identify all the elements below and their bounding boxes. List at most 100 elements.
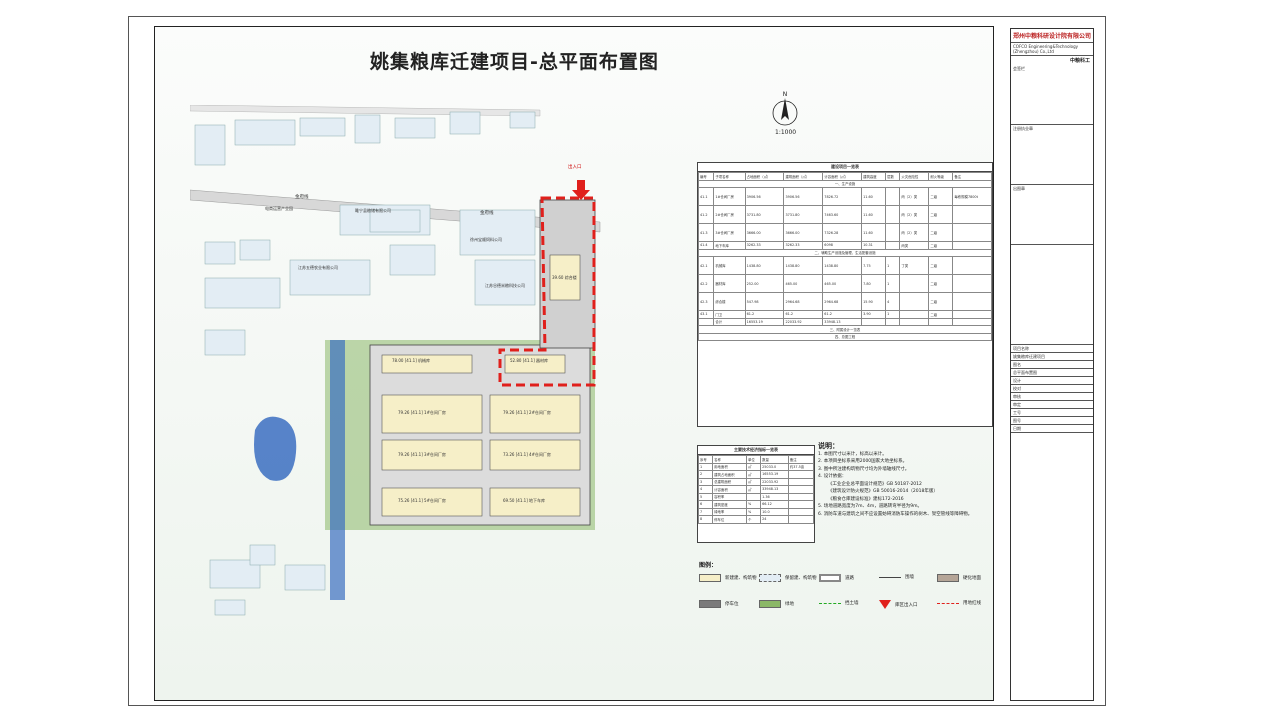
building-label-1: 79.26 [41.1] 1#仓间厂房 bbox=[398, 410, 446, 415]
note-line: 《建筑设计防火规范》GB 50016-2014（2018年版） bbox=[828, 489, 938, 494]
title-block: 郑州中粮科研设计院有限公司 COFCO Engineering&Technolo… bbox=[1010, 28, 1094, 701]
new-building-swatch-icon bbox=[699, 574, 721, 582]
building-label-4: 73.26 [41.1] 4#仓间厂房 bbox=[503, 452, 551, 457]
parking-swatch-icon bbox=[699, 600, 721, 608]
building-label-garage: 69.50 [41.1] 地下车库 bbox=[503, 498, 546, 503]
drawing-name-label: 图名 bbox=[1011, 361, 1093, 369]
new-buildings bbox=[381, 254, 581, 517]
stamp-area bbox=[1011, 245, 1093, 345]
building-label-equipment: 52.80 [41.1] 器材库 bbox=[510, 358, 549, 363]
note-line: 5. 场地道路宽度为7m、4m，道路转弯半径为9m。 bbox=[818, 504, 922, 509]
countersign-field: 会签栏 bbox=[1011, 65, 1093, 125]
drawing-name-value: 总平面布置图 bbox=[1011, 369, 1093, 377]
job-number-field: 工号 bbox=[1011, 409, 1093, 417]
legend-item: 道路 bbox=[819, 574, 854, 582]
company-logo: 中粮科工 bbox=[1069, 58, 1090, 64]
building-label-2: 79.26 [41.1] 2#仓间厂房 bbox=[503, 410, 551, 415]
table-header-row: 编号子项名称占地面积（㎡）建筑面积（㎡）计容面积（㎡）建筑高度层数火灾危险性耐火… bbox=[697, 172, 992, 181]
legend: 图例： 新建建、构筑物 保留建、构筑物 道路 围墙 硬化地面 停车位 绿地 挡土… bbox=[697, 560, 993, 640]
legend-item: 围墙 bbox=[879, 574, 914, 580]
note-line: 6. 消防车道与建筑之间不应设置妨碍消防车操作的树木、架空管线等障碍物。 bbox=[818, 511, 973, 517]
pond-2 bbox=[330, 340, 345, 600]
project-name-label: 项目名称 bbox=[1011, 345, 1093, 353]
kept-building-swatch-icon bbox=[759, 574, 781, 582]
building-label-3: 79.26 [41.1] 3#仓间厂房 bbox=[398, 452, 446, 457]
table-section-row: 三、附属设计一览表 bbox=[698, 325, 992, 334]
building-label-office: 39.60 综合楼 bbox=[552, 275, 577, 280]
entrance-label: 出入口 bbox=[568, 165, 582, 170]
project-list-caption: 建设项目一览表 bbox=[698, 163, 992, 172]
output-stamp-field: 出图章 bbox=[1011, 185, 1093, 245]
reviewer-field: 审核 bbox=[1011, 393, 1093, 401]
legend-item: 绿地 bbox=[759, 600, 794, 608]
wall-line-icon bbox=[879, 576, 901, 578]
road-label-2: 金府线 bbox=[480, 211, 494, 216]
drawing-title: 姚集粮库迁建项目-总平面布置图 bbox=[370, 51, 659, 73]
notes-heading: 说明： bbox=[818, 442, 839, 450]
pond bbox=[254, 416, 297, 481]
hard-ground-swatch-icon bbox=[937, 574, 959, 582]
site-label-4: 江苏谷德米粮科技公司 bbox=[485, 283, 525, 288]
registration-stamp-field: 注册执业章 bbox=[1011, 125, 1093, 185]
legend-item: 停车位 bbox=[699, 600, 739, 608]
site-label-5: 电商运营产业园 bbox=[265, 206, 293, 211]
scale-label: 1:1000 bbox=[775, 129, 797, 136]
existing-buildings bbox=[194, 111, 536, 616]
legend-item: 用地红线 bbox=[937, 600, 981, 606]
note-line: 1. 本图尺寸以米计，标高以米计。 bbox=[818, 451, 887, 457]
site-plan bbox=[190, 105, 601, 616]
retaining-wall-icon bbox=[819, 602, 841, 604]
road-swatch-icon bbox=[819, 574, 841, 582]
north-arrow-icon: N bbox=[772, 91, 798, 126]
north-road bbox=[190, 105, 541, 117]
designer-field: 设计 bbox=[1011, 377, 1093, 385]
table-section-row: 四、总图工程 bbox=[698, 332, 992, 341]
date-field: 日期 bbox=[1011, 425, 1093, 433]
note-line: 《工业企业总平面设计规范》GB 50187-2012 bbox=[828, 481, 922, 487]
site-label-1: 雎宁县粮储有限公司 bbox=[355, 208, 391, 213]
company-name-en: COFCO Engineering&Technology (Zhengzhou)… bbox=[1011, 43, 1093, 56]
legend-item: 保留建、构筑物 bbox=[759, 574, 817, 582]
note-line: 3. 图中所注建构筑物尺寸均为外墙轴线尺寸。 bbox=[818, 466, 910, 472]
legend-item: 库区出入口 bbox=[879, 600, 918, 609]
red-line-boundary bbox=[498, 196, 596, 387]
legend-item: 挡土墙 bbox=[819, 600, 859, 606]
legend-item: 新建建、构筑物 bbox=[699, 574, 757, 582]
entrance-swatch-icon bbox=[879, 600, 891, 609]
note-line: 4. 设计依据： bbox=[818, 474, 847, 479]
note-line: 《粮食仓库建设标准》建标172-2016 bbox=[828, 496, 904, 502]
green-swatch-icon bbox=[759, 600, 781, 608]
site-label-3: 江苏五德农业有限公司 bbox=[298, 265, 338, 270]
checker-field: 校对 bbox=[1011, 385, 1093, 393]
entrance-arrow-icon bbox=[572, 180, 590, 200]
building-label-machinery: 78.00 [41.1] 机械库 bbox=[392, 358, 431, 363]
legend-heading: 图例： bbox=[699, 562, 718, 569]
project-list-table: 建设项目一览表 编号子项名称占地面积（㎡）建筑面积（㎡）计容面积（㎡）建筑高度层… bbox=[697, 162, 993, 427]
project-name-value: 姚集粮库迁建项目 bbox=[1011, 353, 1093, 361]
company-name: 郑州中粮科研设计院有限公司 bbox=[1011, 29, 1093, 43]
note-line: 2. 本项目坐标系采用2000国家大地坐标系。 bbox=[818, 459, 908, 464]
tech-index-caption: 主要技术经济指标一览表 bbox=[698, 446, 814, 455]
legend-item: 硬化地面 bbox=[937, 574, 981, 582]
table-section-row: 二、辅助生产设施及管理、生活配套设施 bbox=[698, 248, 992, 257]
north-letter: N bbox=[783, 91, 788, 98]
drawing-number-field: 图号 bbox=[1011, 417, 1093, 425]
approver-field: 审定 bbox=[1011, 401, 1093, 409]
